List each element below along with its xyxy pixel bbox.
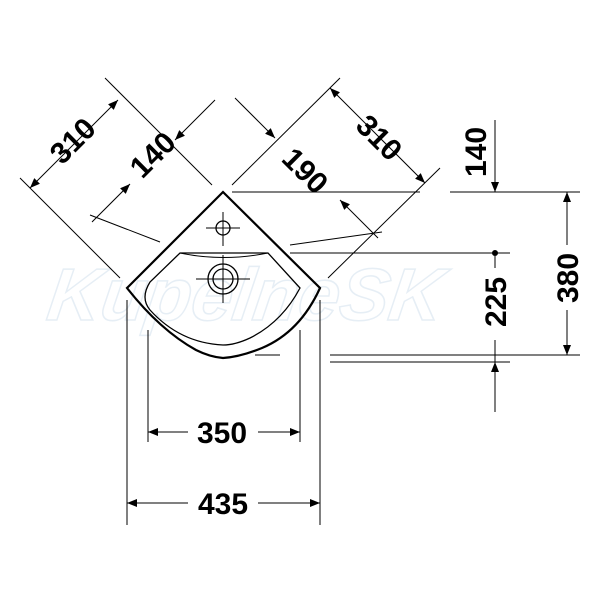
svg-text:435: 435 bbox=[198, 488, 248, 521]
svg-text:380: 380 bbox=[552, 253, 585, 303]
svg-text:225: 225 bbox=[480, 277, 513, 327]
extension-lines bbox=[19, 77, 580, 525]
svg-text:350: 350 bbox=[197, 417, 247, 450]
tap-hole-icon bbox=[206, 212, 240, 246]
dim-diag-left-inner: 140 bbox=[91, 99, 216, 223]
svg-text:310: 310 bbox=[349, 109, 408, 168]
dim-vertical-drain: 225 bbox=[480, 250, 513, 412]
drain-icon bbox=[196, 255, 250, 303]
dim-diag-right-inner: 190 bbox=[234, 97, 379, 239]
dim-diag-left-outer: 310 bbox=[29, 99, 119, 189]
dim-diag-right-outer: 310 bbox=[329, 87, 426, 184]
svg-text:310: 310 bbox=[44, 112, 103, 171]
dim-width-inner: 350 bbox=[148, 417, 300, 450]
svg-text:140: 140 bbox=[124, 126, 183, 185]
dim-vertical-top: 140 bbox=[460, 120, 499, 192]
dim-width-outer: 435 bbox=[127, 488, 320, 521]
svg-text:140: 140 bbox=[460, 127, 493, 177]
dim-vertical-total: 380 bbox=[552, 192, 585, 355]
watermark: KupelneSK bbox=[43, 253, 455, 336]
